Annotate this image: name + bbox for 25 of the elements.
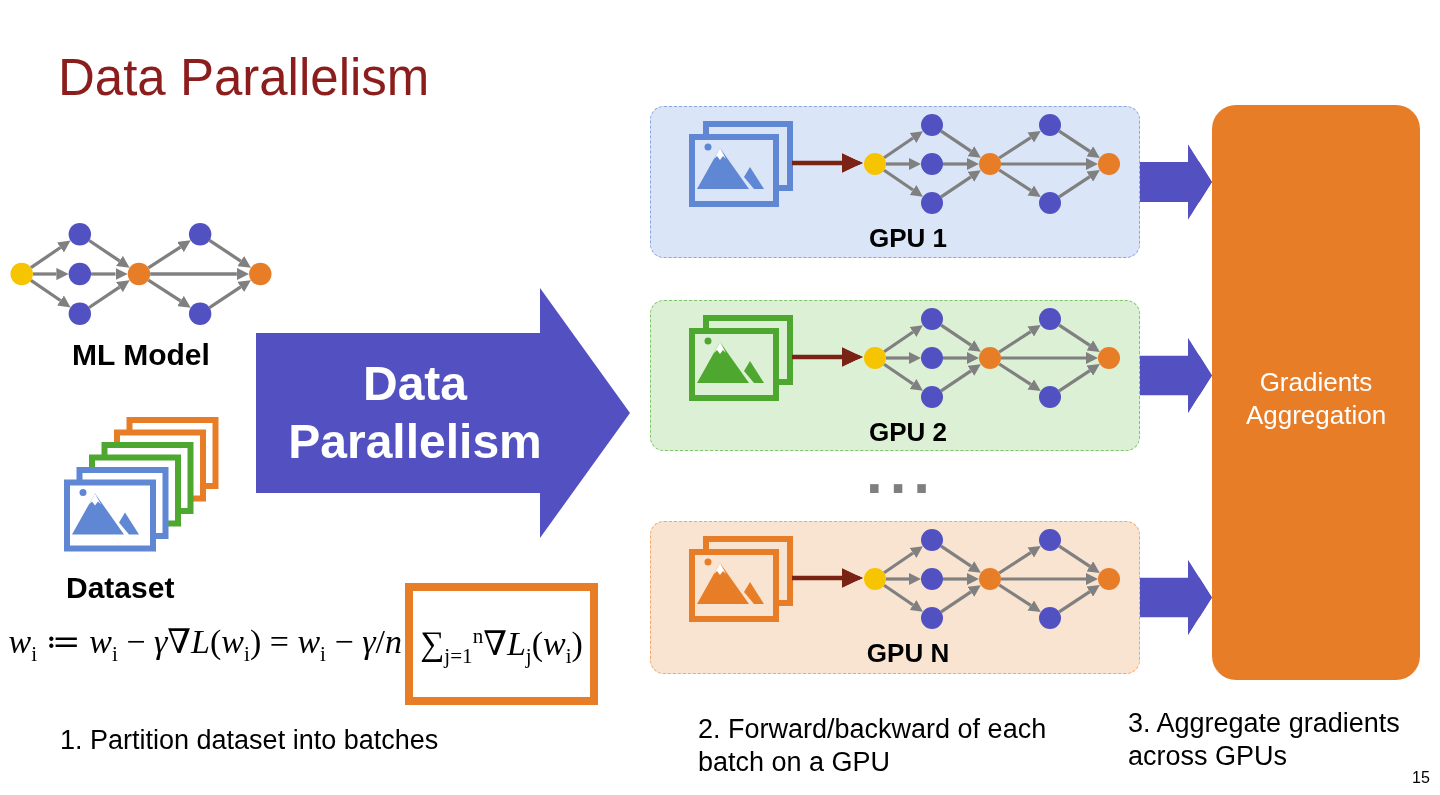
formula: w$_{i}$ ≔ w$_{i}$ − γ∇L(w$_{i}$) = w$_{i}$ − γ/n [8,622,402,662]
node-label: Dataset [66,571,175,605]
arrow [792,153,863,173]
ellipsis: ... [866,483,937,497]
highlighted-formula: ∑$_{j=1}$$^{n}$∇L$_{j}$(w$_{i}$) [405,583,598,705]
thick-arrow [1140,559,1212,636]
page-number: 15 [1412,768,1430,788]
gpu-panel [650,106,1140,258]
thick-arrow [1140,144,1212,220]
panel-label: GPU 1 [869,223,947,253]
step-caption: 2. Forward/backward of each batch on a GPU [698,713,1048,779]
panel-label: GPU N [866,638,950,668]
gpu-panel [650,300,1140,451]
panel-label: GPU 2 [869,417,947,447]
arrow-label: Data Parallelism [288,356,542,470]
thick-arrow [1140,337,1212,414]
arrow [792,347,863,367]
gpu-panel [650,521,1140,674]
node-label: ML Model [72,338,210,372]
block-label: Gradients Aggregation [1245,365,1387,432]
step-caption: 1. Partition dataset into batches [60,724,439,757]
aggregation-block [1212,105,1420,680]
arrow [792,568,863,588]
step-caption: 3. Aggregate gradients across GPUs [1128,707,1401,773]
slide-title: Data Parallelism [58,48,430,108]
